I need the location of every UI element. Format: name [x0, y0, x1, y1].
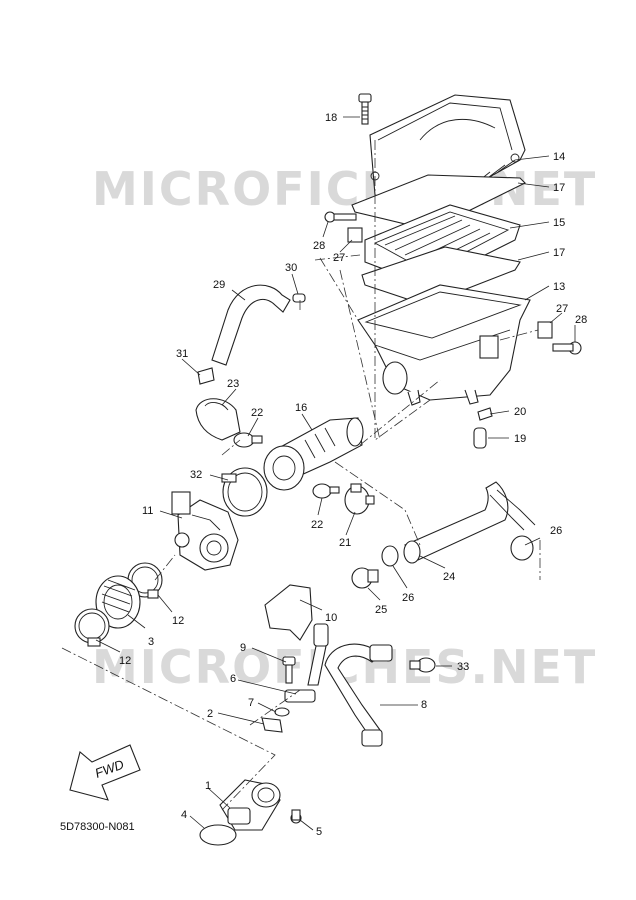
- clamp-22-upper: [233, 432, 263, 448]
- callout-8: 8: [421, 699, 427, 711]
- joint-23: [195, 398, 241, 441]
- plug-19: [473, 427, 487, 449]
- clip-27-right: [537, 321, 553, 339]
- callout-27-right: 27: [556, 303, 568, 315]
- callout-14: 14: [553, 151, 565, 163]
- clamp-26-right: [510, 535, 534, 561]
- callout-22-lower: 22: [311, 519, 323, 531]
- callout-19: 19: [514, 433, 526, 445]
- clamp-12-lower: [74, 608, 110, 647]
- diagram-code: 5D78300-N081: [60, 821, 135, 833]
- callout-24: 24: [443, 571, 455, 583]
- carburetor-joint: [263, 417, 364, 491]
- leader-lines: [95, 116, 576, 831]
- callout-3: 3: [148, 636, 154, 648]
- callout-18: 18: [325, 112, 337, 124]
- callout-4: 4: [181, 809, 187, 821]
- o-ring-4: [199, 824, 237, 846]
- callout-25: 25: [375, 604, 387, 616]
- connector-33: [409, 657, 436, 673]
- breather-hose: [211, 284, 291, 366]
- callout-31: 31: [176, 348, 188, 360]
- callout-12-upper: 12: [172, 615, 184, 627]
- callout-13: 13: [553, 281, 565, 293]
- screw-28-right: [552, 341, 582, 355]
- callout-12-lower: 12: [119, 655, 131, 667]
- clamp-22-lower: [312, 483, 340, 499]
- callout-15: 15: [553, 217, 565, 229]
- callout-10: 10: [325, 612, 337, 624]
- callout-26-right: 26: [550, 525, 562, 537]
- callout-20: 20: [514, 406, 526, 418]
- o-ring-7: [274, 707, 290, 717]
- callout-22-upper: 22: [251, 407, 263, 419]
- intake-joint-3: [95, 575, 141, 629]
- callout-30: 30: [285, 262, 297, 274]
- callout-17-lower: 17: [553, 247, 565, 259]
- clamp-26-left: [381, 545, 399, 567]
- callout-28-upper: 28: [313, 240, 325, 252]
- callout-33: 33: [457, 661, 469, 673]
- callout-21: 21: [339, 537, 351, 549]
- callout-23: 23: [227, 378, 239, 390]
- callout-1: 1: [205, 780, 211, 792]
- air-cleaner-case: [357, 284, 531, 406]
- bolt-5: [290, 809, 302, 824]
- screw-28-upper: [324, 211, 357, 223]
- callout-6: 6: [230, 673, 236, 685]
- callout-16: 16: [295, 402, 307, 414]
- centerlines: [61, 140, 541, 811]
- callout-9: 9: [240, 642, 246, 654]
- callout-28-right: 28: [575, 314, 587, 326]
- callout-26-left: 26: [402, 592, 414, 604]
- cover-10: [264, 584, 313, 641]
- throttle-body: [171, 491, 239, 571]
- callout-32: 32: [190, 469, 202, 481]
- watermark-top: MICROFICHES.NET: [92, 162, 597, 216]
- gasket-upper: [351, 174, 526, 231]
- fuel-hose-8: [324, 643, 393, 747]
- callout-17-upper: 17: [553, 182, 565, 194]
- callout-5: 5: [316, 826, 322, 838]
- screw-18: [358, 93, 372, 125]
- callout-2: 2: [207, 708, 213, 720]
- hose-clip-30: [292, 293, 306, 303]
- clip-31: [197, 367, 215, 385]
- clip-27-upper: [347, 227, 363, 243]
- clip-20: [477, 407, 493, 421]
- cap-25: [351, 567, 379, 589]
- callout-7: 7: [248, 697, 254, 709]
- gasket-lower: [361, 246, 521, 306]
- valve-21: [344, 483, 375, 515]
- hose-24: [403, 481, 536, 564]
- clamp-32: [221, 467, 268, 517]
- callout-11: 11: [142, 505, 153, 517]
- intake-manifold: [219, 779, 281, 831]
- callout-29: 29: [213, 279, 225, 291]
- callout-27-upper: 27: [333, 252, 345, 264]
- seal-2: [261, 717, 283, 733]
- fwd-arrow: FWD: [69, 744, 141, 801]
